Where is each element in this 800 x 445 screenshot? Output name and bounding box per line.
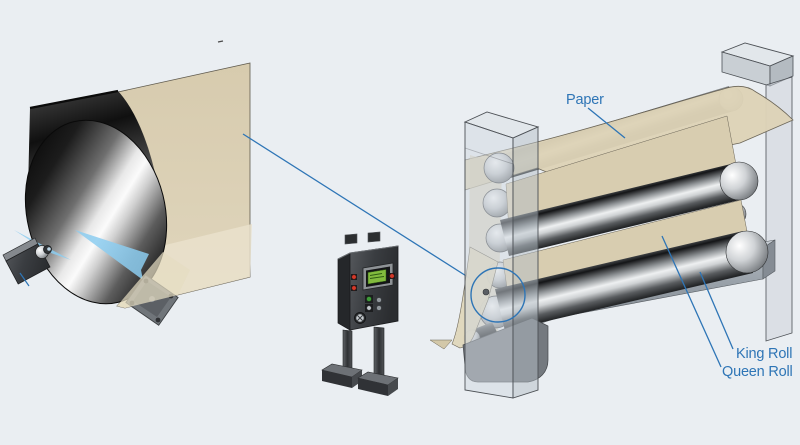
console-foot-front	[322, 370, 352, 388]
console-leg	[342, 329, 353, 373]
king-roll-label: King Roll	[736, 346, 792, 362]
bolt	[155, 317, 161, 323]
nip-bolt	[482, 288, 490, 296]
queen-roll-leader-line	[661, 235, 722, 368]
console-tab	[344, 233, 358, 245]
camera-cable-mark	[19, 272, 30, 287]
paper-tail-overlay	[117, 252, 190, 308]
paper-label: Paper	[566, 92, 604, 108]
queen-roll	[500, 163, 744, 256]
console-tab	[367, 231, 381, 243]
knob-cross	[357, 315, 363, 321]
king-roll	[495, 231, 753, 331]
red-button	[351, 285, 357, 291]
gray-button	[366, 305, 372, 311]
nip-detail-view	[2, 62, 252, 326]
queen-roll-label: Queen Roll	[722, 364, 793, 380]
winder-right-post	[720, 42, 795, 342]
stray-mark	[217, 40, 224, 43]
paper-leader-line	[587, 107, 626, 139]
red-button	[389, 273, 395, 279]
nip-detail-circle	[470, 267, 526, 323]
left-post-cap-line	[464, 147, 514, 165]
paper-tail-flag	[429, 339, 453, 350]
gray-button	[376, 305, 382, 311]
console-foot-front	[358, 378, 388, 396]
light-beam-left	[14, 230, 71, 260]
gray-button	[376, 297, 382, 303]
light-beam-right	[75, 230, 149, 280]
red-button	[351, 274, 357, 280]
display-screen-text-lines	[369, 273, 385, 279]
operator-console	[321, 231, 399, 396]
camera-lens-glow	[47, 247, 51, 251]
green-button	[366, 296, 372, 302]
console-leg	[373, 326, 385, 379]
winder-left-post	[463, 111, 540, 399]
left-post-front	[464, 121, 514, 399]
king-roll-end-cap	[725, 230, 769, 274]
detail-leader-line	[242, 133, 472, 280]
console-foot-end	[352, 370, 362, 388]
king-roll-leader-line	[699, 271, 734, 350]
big-roll-top-edge	[29, 89, 119, 110]
winder-machine	[429, 42, 795, 399]
console-foot-end	[388, 378, 398, 396]
queen-roll-end-cap	[719, 161, 759, 201]
console-side	[337, 252, 351, 331]
console-top-edge	[337, 245, 399, 260]
left-post-side	[512, 126, 539, 399]
camera-sensor	[2, 237, 52, 287]
callouts: Paper King Roll Queen Roll	[566, 92, 793, 380]
